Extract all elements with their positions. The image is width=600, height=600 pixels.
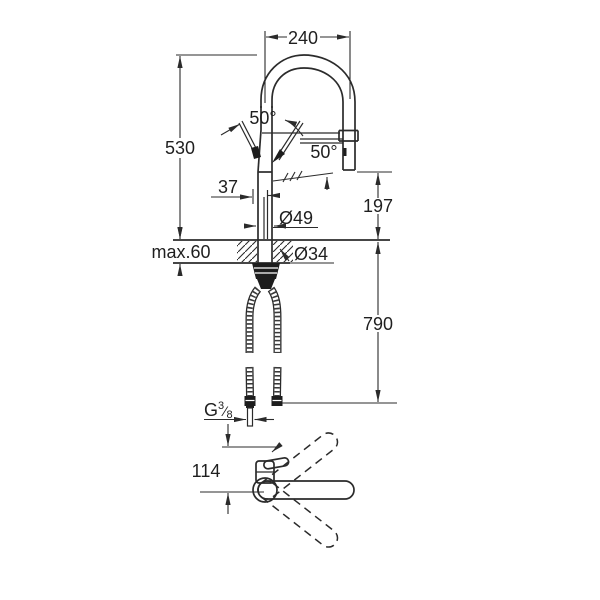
supply-hoses: [244, 286, 283, 427]
spout-top-view: [257, 480, 355, 500]
thread-sup: 3: [218, 400, 224, 412]
lever-top-view: [263, 457, 290, 470]
dim-max-counter-thickness-label: max.60: [151, 242, 210, 262]
dimensions-front: 240 530 50° 50° 37 Ø49 197 max.60 Ø34: [151, 28, 397, 423]
dim-body-diameter-label: Ø49: [279, 208, 313, 228]
dim-lever-angle-back-label: 50°: [310, 142, 337, 162]
faucet-front-view: [173, 54, 390, 427]
dim-swivel-depth-label: 114: [192, 461, 221, 481]
thread-slash: ⁄: [221, 403, 229, 419]
dim-hole-diameter-label: Ø34: [294, 244, 328, 264]
mounting-shank: [252, 240, 280, 289]
dim-lever-offset-label: 37: [218, 177, 238, 197]
thread-sub: 8: [226, 409, 232, 421]
dim-height-label: 530: [165, 138, 195, 158]
dim-spout-clearance-label: 197: [363, 196, 393, 216]
spray-head: [338, 129, 359, 156]
spout-swivel-upper: [257, 432, 339, 500]
thread-base: G: [204, 400, 218, 420]
spout-swivel-lower: [257, 480, 339, 548]
dim-thread-label: G3⁄8: [204, 400, 233, 421]
dim-hose-length-label: 790: [363, 314, 393, 334]
faucet-top-view: [252, 432, 355, 548]
dim-projection-label: 240: [288, 28, 318, 48]
dimensions-top: 114: [192, 424, 280, 514]
dim-lever-angle-front-label: 50°: [249, 108, 276, 128]
